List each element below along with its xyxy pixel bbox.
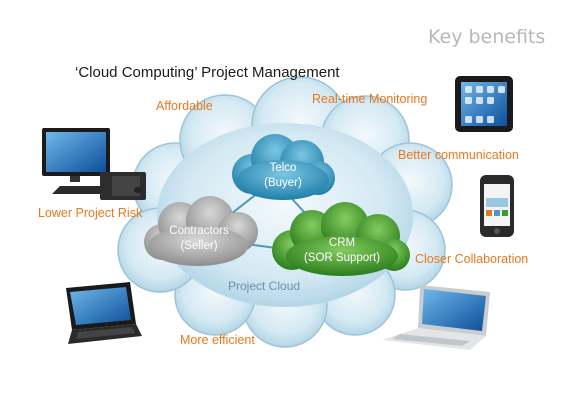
crm-node-label: CRM (SOR Support)	[287, 236, 397, 266]
diagram-title: ‘Cloud Computing’ Project Management	[75, 64, 340, 81]
tablet-icon	[455, 76, 513, 132]
benefit-lower-project-risk: Lower Project Risk	[38, 206, 143, 220]
crm-node-cloud	[272, 202, 410, 276]
telco-name: Telco	[269, 162, 297, 174]
key-benefits-heading: Key benefits	[428, 26, 546, 48]
benefit-closer-collaboration: Closer Collaboration	[415, 252, 529, 266]
telco-role: (Buyer)	[264, 177, 302, 189]
desktop-computer-icon	[42, 128, 146, 200]
benefit-affordable: Affordable	[156, 99, 213, 113]
smartphone-icon	[480, 175, 514, 237]
contractors-role: (Seller)	[180, 240, 218, 252]
project-cloud	[117, 76, 453, 348]
laptop-silver-icon	[382, 285, 490, 350]
contractors-name: Contractors	[169, 225, 229, 237]
telco-node-cloud	[232, 134, 335, 200]
project-cloud-label: Project Cloud	[228, 279, 301, 293]
contractors-node-label: Contractors (Seller)	[144, 224, 254, 254]
benefit-better-communication: Better communication	[398, 148, 519, 162]
crm-role: (SOR Support)	[303, 252, 381, 264]
benefit-real-time-monitoring: Real-time Monitoring	[312, 92, 428, 106]
benefit-more-efficient: More efficient	[180, 333, 255, 347]
telco-node-label: Telco (Buyer)	[228, 161, 338, 191]
crm-name: CRM	[328, 237, 356, 249]
contractors-node-cloud	[144, 196, 258, 266]
laptop-dark-icon	[66, 282, 142, 344]
